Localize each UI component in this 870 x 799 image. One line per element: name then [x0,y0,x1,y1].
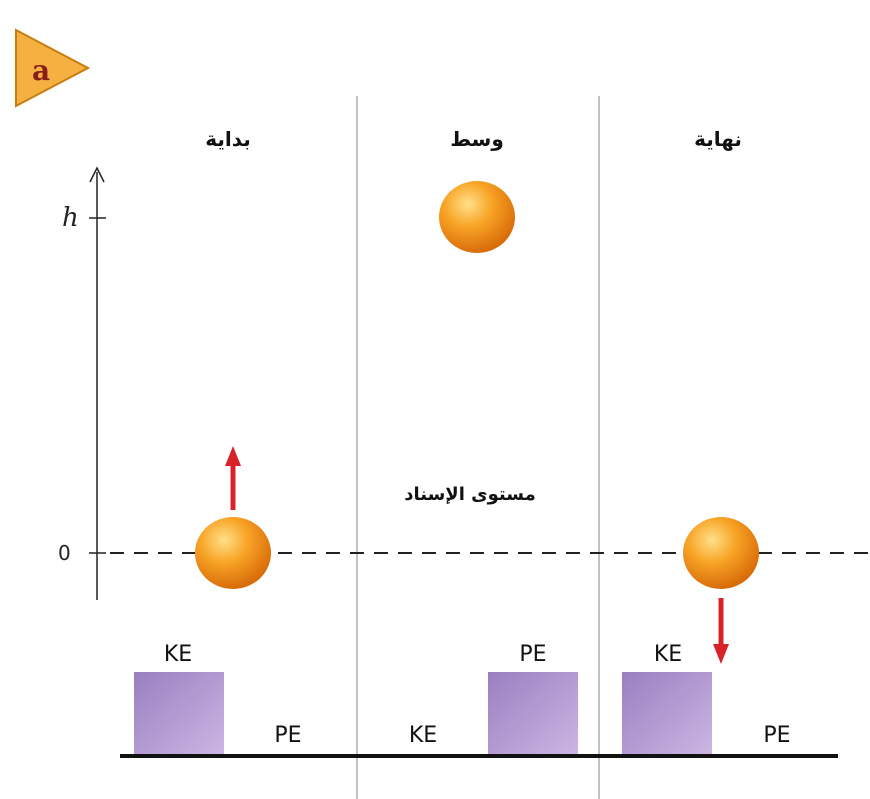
velocity-arrow-up-icon [225,446,241,510]
panel-title-end: نهاية [694,127,742,151]
label-middle-ke: KE [409,723,437,748]
ball-middle [439,181,515,253]
badge-triangle-icon [15,28,91,108]
label-start-ke: KE [164,642,192,667]
badge: a [15,28,91,108]
badge-label: a [32,54,50,87]
bar-end-ke [622,672,712,754]
h-label: h [62,203,79,233]
label-end-pe: PE [763,723,790,748]
panel-title-start: بداية [205,127,251,151]
label-start-pe: PE [274,723,301,748]
ball-start [195,517,271,589]
velocity-arrow-down-icon [713,598,729,664]
bar-start-ke [134,672,224,754]
bar-middle-pe [488,672,578,754]
axis-arrow-icon [89,166,105,183]
label-middle-pe: PE [519,642,546,667]
panel-title-middle: وسط [450,127,504,151]
height-axis: h 0 [58,166,106,600]
ball-end [683,517,759,589]
reference-label: مستوى الإسناد [404,484,535,505]
zero-label: 0 [58,541,71,565]
label-end-ke: KE [654,642,682,667]
